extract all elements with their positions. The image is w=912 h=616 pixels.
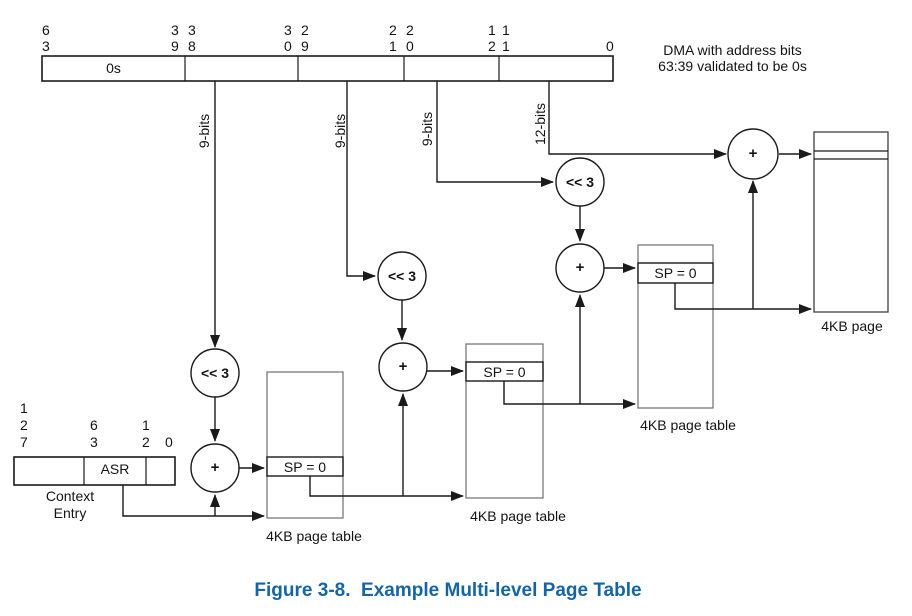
figure-caption: Figure 3-8. Example Multi-level Page Tab…: [254, 580, 642, 601]
context-bit-label-12: 1 2: [142, 417, 150, 450]
table3-sp-label: SP = 0: [654, 265, 697, 281]
add4-label: +: [748, 145, 758, 162]
arrow-offset-to-add4: [548, 81, 727, 159]
context-bit-label-0: 0: [165, 434, 173, 450]
table1-sp-label: SP = 0: [283, 459, 327, 475]
dma-bit-label-29: 2 9: [301, 22, 309, 54]
arrow-bits2-to-shift2: [346, 81, 376, 281]
dma-bit-label-20: 2 0: [406, 22, 414, 54]
dma-register-field-dividers: [184, 56, 500, 81]
context-bit-label-127: 1 2 7: [20, 400, 28, 450]
arrow-asr-to-table1: [122, 485, 265, 521]
context-bit-label-63: 6 3: [90, 417, 98, 450]
add1-label: +: [210, 459, 220, 476]
dma-zeros-segment-label: 0s: [106, 60, 121, 76]
shift3-label: << 3: [565, 174, 595, 190]
4kb-page-slot-lines: [814, 150, 888, 160]
arrow-sp3-to-page: [674, 283, 812, 314]
shift3-circle: [555, 157, 605, 207]
connector-arrows: [122, 81, 812, 521]
bits2-label: 9-bits: [332, 113, 348, 149]
offset-bits-label: 12-bits: [532, 102, 548, 146]
bits3-label: 9-bits: [419, 111, 435, 147]
dma-bit-label-0: 0: [606, 38, 614, 54]
context-asr-field-label: ASR: [100, 461, 130, 477]
add1-circle: [190, 443, 240, 493]
arrow-sp2-to-table3: [503, 381, 636, 409]
table3-caption: 4KB page table: [640, 417, 736, 433]
dma-address-register-box: [41, 55, 614, 82]
dma-bit-label-21: 2 1: [389, 22, 397, 54]
shift1-label: << 3: [200, 365, 230, 381]
page-table-1-box: [266, 371, 344, 519]
page-caption: 4KB page: [821, 318, 883, 334]
dma-bit-label-39: 3 9: [171, 22, 179, 54]
add4-circle: [727, 128, 779, 180]
dma-bit-label-63: 6 3: [42, 22, 50, 54]
shift2-label: << 3: [387, 268, 417, 284]
dma-annotation: DMA with address bits 63:39 validated to…: [658, 42, 807, 74]
4kb-page-box: [813, 131, 889, 313]
context-entry-label: Context Entry: [45, 488, 95, 521]
table2-sp-label: SP = 0: [483, 364, 526, 380]
add3-circle: [555, 243, 605, 293]
shift2-circle: [377, 251, 427, 301]
dma-bit-label-11: 1 1: [502, 22, 510, 54]
dma-bit-label-12: 1 2: [488, 22, 496, 54]
page-table-1-sp-entry-box: [266, 456, 344, 477]
dma-bit-label-38: 3 8: [188, 22, 196, 54]
dma-bit-label-30: 3 0: [284, 22, 292, 54]
table1-caption: 4KB page table: [266, 528, 362, 544]
arrow-bits3-to-shift3: [436, 81, 554, 187]
add2-circle: [378, 342, 428, 392]
arrow-sp1-to-table2: [309, 476, 464, 501]
add3-label: +: [575, 259, 585, 276]
table2-caption: 4KB page table: [470, 508, 566, 524]
context-entry-field-dividers: [83, 457, 147, 485]
context-entry-box: [13, 456, 176, 486]
shift1-circle: [190, 348, 240, 398]
add2-label: +: [398, 358, 408, 375]
bits1-label: 9-bits: [196, 113, 212, 149]
